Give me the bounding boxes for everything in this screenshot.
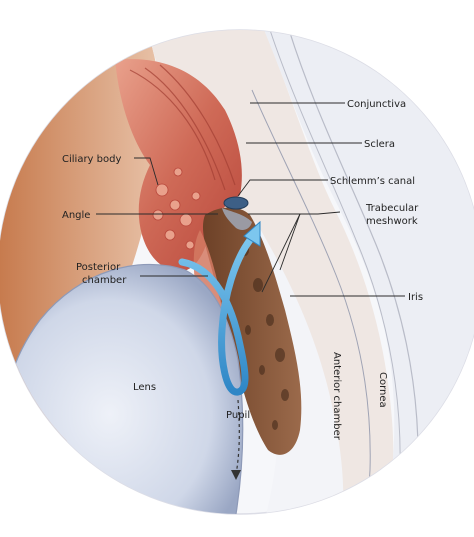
label-cornea: Cornea (377, 372, 388, 408)
label-trabecular-meshwork-line2: meshwork (366, 216, 418, 227)
label-angle: Angle (62, 210, 90, 221)
label-posterior-chamber-line2: chamber (82, 275, 127, 286)
label-lens: Lens (133, 382, 156, 393)
label-trabecular-meshwork-line1: Trabecular (365, 203, 419, 214)
label-sclera: Sclera (364, 139, 395, 150)
label-pupil: Pupil (226, 410, 250, 421)
label-schlemms-canal: Schlemm’s canal (330, 176, 415, 187)
schlemms-canal-shape (224, 197, 248, 209)
label-posterior-chamber-line1: Posterior (76, 262, 121, 273)
label-anterior-chamber: Anterior chamber (331, 352, 342, 441)
label-conjunctiva: Conjunctiva (347, 99, 406, 110)
label-ciliary-body: Ciliary body (62, 154, 121, 165)
label-iris: Iris (408, 292, 423, 303)
